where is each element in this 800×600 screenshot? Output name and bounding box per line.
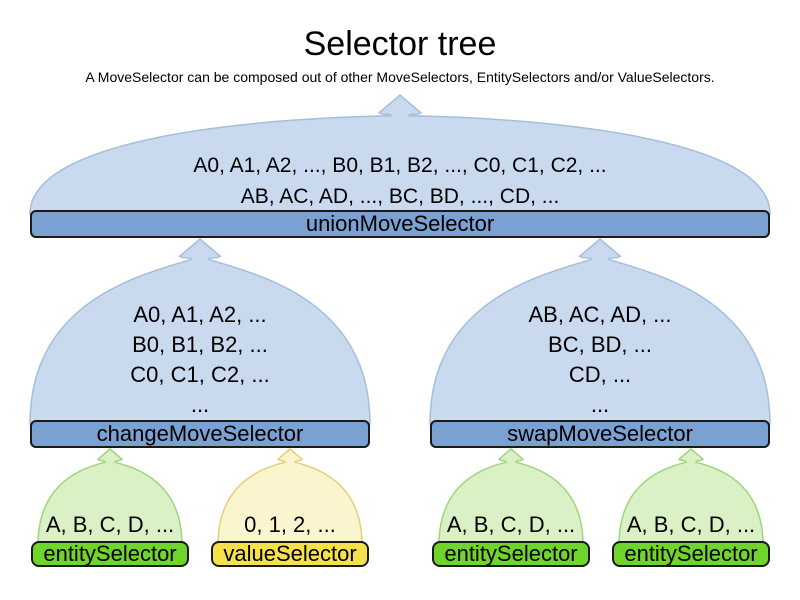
change-output-line: B0, B1, B2, ... (132, 332, 268, 357)
page-title: Selector tree (303, 25, 497, 63)
union-output-line: A0, A1, A2, ..., B0, B1, B2, ..., C0, C1… (193, 154, 607, 177)
union-move-selector-bar: unionMoveSelector (30, 210, 770, 238)
swap-output-lines: AB, AC, AD, ... BC, BD, ... CD, ... ... (430, 300, 770, 420)
entity1-funnel-arrow-icon (37, 448, 183, 546)
entity1-output-line: A, B, C, D, ... (45, 512, 175, 537)
entity-selector-bar: entitySelector (432, 541, 590, 567)
change-move-selector-bar: changeMoveSelector (30, 420, 370, 448)
swap-funnel-arrow-icon (429, 238, 771, 425)
entity2-funnel-arrow-icon (438, 448, 584, 546)
change-output-lines: A0, A1, A2, ... B0, B1, B2, ... C0, C1, … (30, 300, 370, 420)
swap-output-line: AB, AC, AD, ... (528, 302, 672, 327)
swap-output-line: CD, ... (568, 362, 632, 387)
union-funnel-arrow-icon (29, 94, 771, 215)
swap-output-line: ... (590, 392, 610, 417)
entity3-funnel-arrow-icon (618, 448, 764, 546)
value1-funnel-arrow-icon (217, 448, 363, 546)
value-selector-bar: valueSelector (211, 541, 369, 567)
union-output-lines: A0, A1, A2, ..., B0, B1, B2, ..., C0, C1… (0, 150, 800, 212)
change-output-line: C0, C1, C2, ... (130, 362, 270, 387)
change-funnel-arrow-icon (29, 238, 371, 425)
union-output-line: AB, AC, AD, ..., BC, BD, ..., CD, ... (240, 185, 560, 208)
swap-move-selector-bar: swapMoveSelector (430, 420, 770, 448)
entity-selector-bar: entitySelector (31, 541, 189, 567)
change-output-line: ... (190, 392, 210, 417)
entity-selector-bar: entitySelector (612, 541, 770, 567)
change-output-line: A0, A1, A2, ... (133, 302, 267, 327)
entity3-output-line: A, B, C, D, ... (626, 512, 756, 537)
page-subtitle: A MoveSelector can be composed out of ot… (85, 69, 715, 85)
swap-output-line: BC, BD, ... (548, 332, 652, 357)
value1-output-line: 0, 1, 2, ... (244, 512, 336, 537)
entity2-output-line: A, B, C, D, ... (446, 512, 576, 537)
